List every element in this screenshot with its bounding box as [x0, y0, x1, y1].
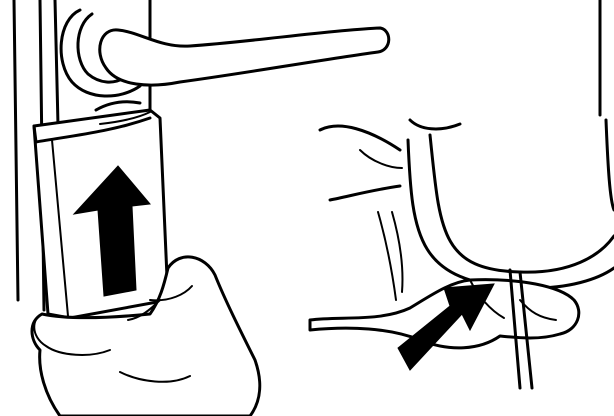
- left-panel: [14, 0, 389, 416]
- arm: [320, 120, 460, 200]
- door-handle: [100, 28, 389, 85]
- right-panel: [310, 0, 614, 388]
- door-corner: [408, 0, 614, 288]
